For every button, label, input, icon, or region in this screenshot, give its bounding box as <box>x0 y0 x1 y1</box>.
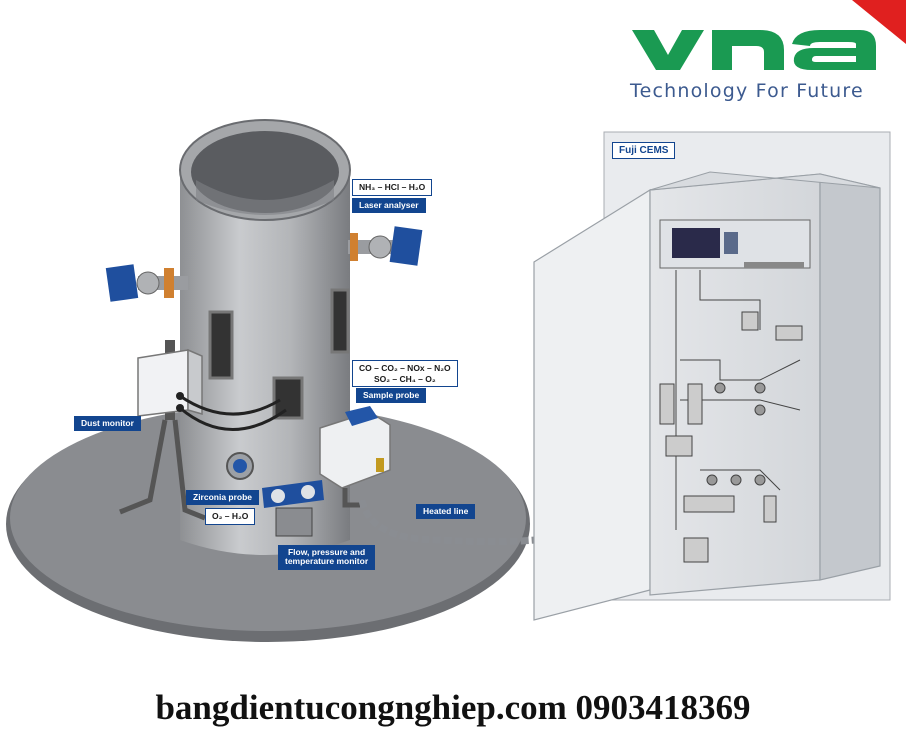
stack-port <box>208 310 234 380</box>
flow-monitor-label: Flow, pressure and temperature monitor <box>278 545 376 570</box>
sample-gases-line2: SO₂ – CH₄ – O₂ <box>373 373 436 384</box>
flow-monitor <box>262 480 324 537</box>
sample-probe-box <box>319 406 391 508</box>
laser-gases-label: NH₃ – HCl – H₂O <box>352 179 433 196</box>
cabinet-schematic <box>659 270 803 563</box>
fuji-cems-title: Fuji CEMS <box>612 142 676 159</box>
vna-logo <box>632 0 906 70</box>
zirconia-probe <box>226 452 254 480</box>
logo-tagline: Technology For Future <box>630 80 864 102</box>
footer-text: bangdientucongnghiep.com 0903418369 <box>155 688 751 727</box>
sample-gases-line1: CO – CO₂ – NOx – N₂O <box>359 363 451 373</box>
flow-monitor-line2: temperature monitor <box>285 556 369 567</box>
zirconia-gases-label: O₂ – H₂O <box>205 508 256 525</box>
sample-gases-label: CO – CO₂ – NOx – N₂O SO₂ – CH₄ – O₂ <box>352 360 458 388</box>
stack-top-opening <box>191 131 339 213</box>
sample-probe-label: Sample probe <box>356 388 427 404</box>
stack-port <box>272 376 304 420</box>
cabinet-side <box>819 173 881 581</box>
dust-monitor <box>119 340 287 521</box>
stack-port <box>330 288 350 354</box>
stack-body <box>180 170 350 555</box>
heated-line-label: Heated line <box>416 504 476 520</box>
cabinet-top <box>649 171 881 191</box>
dust-monitor-label: Dust monitor <box>74 416 141 432</box>
laser-receiver-right <box>348 226 423 266</box>
laser-analyser-label: Laser analyser <box>352 198 426 214</box>
flow-monitor-line1: Flow, pressure and <box>287 547 366 557</box>
multi-gas-analyzer <box>659 219 811 269</box>
laser-transmitter-left <box>105 264 188 302</box>
cabinet-door <box>533 188 651 621</box>
zirconia-probe-label: Zirconia probe <box>186 490 260 506</box>
